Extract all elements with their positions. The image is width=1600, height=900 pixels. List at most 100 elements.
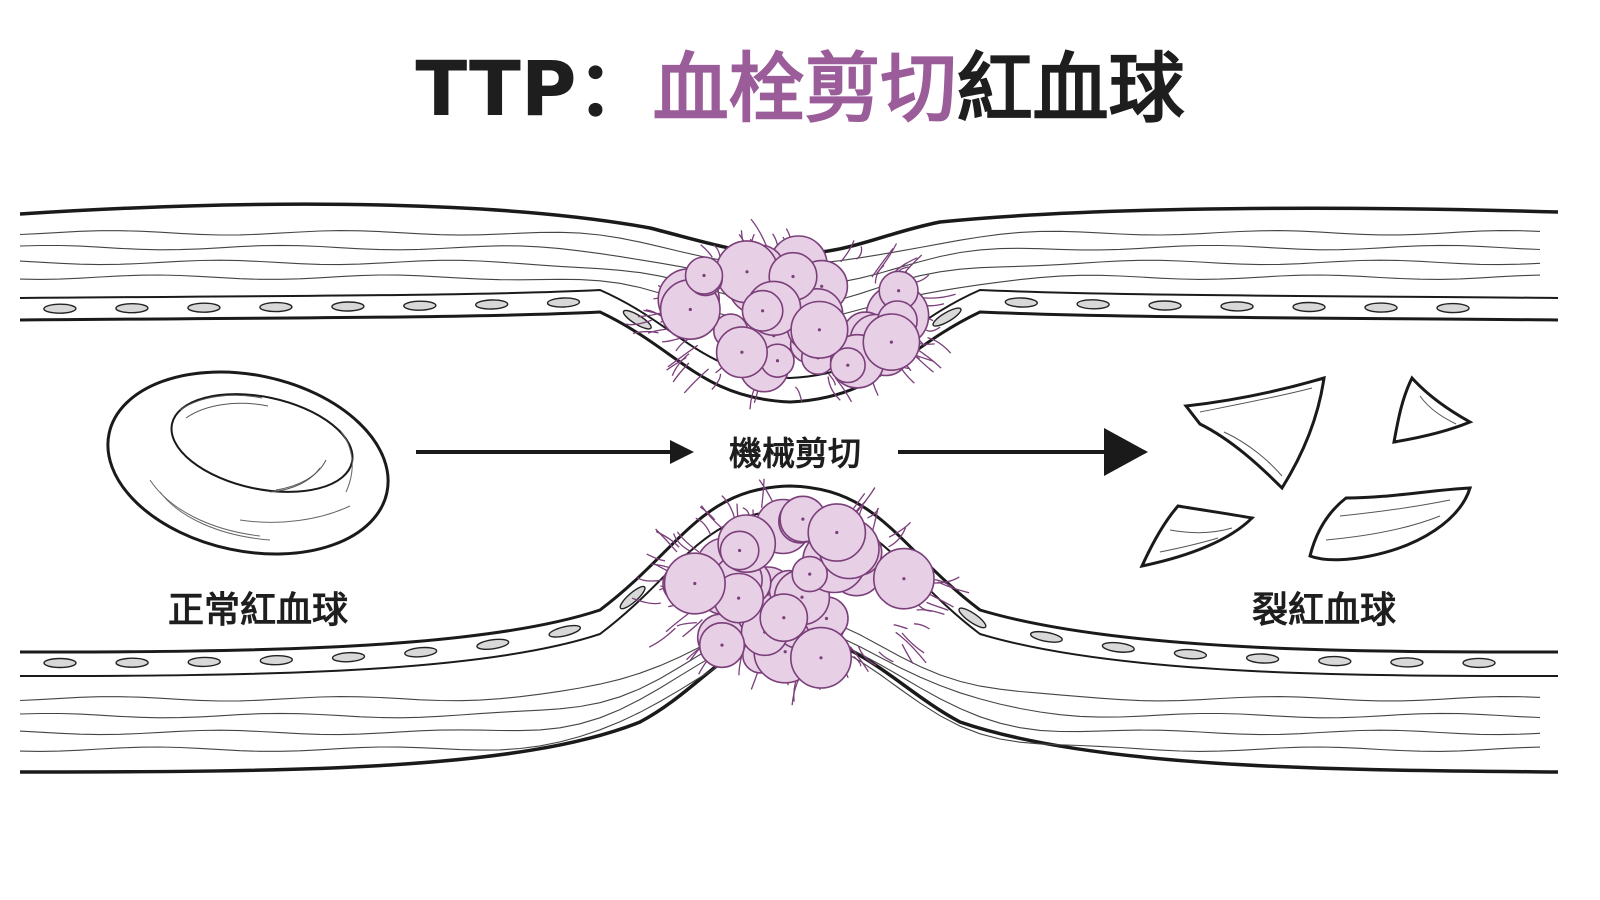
endothelial-nucleus bbox=[115, 657, 149, 668]
platelet-dot bbox=[791, 274, 795, 279]
platelet-tendril bbox=[926, 601, 949, 611]
upper-thrombus bbox=[625, 218, 956, 410]
platelet-dot bbox=[824, 616, 829, 621]
platelet-tendril bbox=[888, 527, 907, 548]
platelet-tendril bbox=[662, 337, 680, 343]
platelet-tendril bbox=[901, 632, 925, 654]
platelet-tendril bbox=[760, 478, 765, 508]
platelet-tendril bbox=[834, 377, 853, 403]
platelet-tendril bbox=[888, 521, 911, 538]
platelet-tendril bbox=[699, 506, 716, 521]
endothelial-nucleus bbox=[475, 299, 509, 310]
platelet-tendril bbox=[853, 655, 862, 667]
flow-arrow-right bbox=[898, 428, 1148, 476]
platelet-tendril bbox=[920, 293, 956, 299]
platelet-tendril bbox=[632, 330, 659, 335]
platelet-tendril bbox=[672, 533, 691, 552]
platelet-dot bbox=[738, 548, 742, 553]
platelet-tendril bbox=[895, 631, 927, 664]
platelet-dot bbox=[846, 363, 850, 367]
endothelial-nucleus bbox=[115, 302, 149, 314]
platelet-tendril bbox=[721, 495, 736, 520]
platelet-tendril bbox=[913, 354, 934, 373]
platelet-tendril bbox=[927, 336, 952, 354]
platelet-tendril bbox=[901, 643, 914, 664]
endothelial-nucleus bbox=[403, 300, 437, 311]
platelet-dot bbox=[720, 643, 724, 647]
schistocyte-label: 裂紅血球 bbox=[1252, 590, 1397, 631]
normal-rbc-label: 正常紅血球 bbox=[168, 590, 349, 631]
title-prefix: TTP： bbox=[415, 44, 652, 133]
endothelial-nucleus bbox=[331, 301, 365, 312]
platelet-tendril bbox=[682, 619, 703, 638]
platelet-tendril bbox=[878, 651, 894, 663]
platelet-tendril bbox=[655, 530, 680, 548]
mechanical-shear-label: 機械剪切 bbox=[729, 434, 861, 473]
endothelial-nucleus bbox=[1318, 655, 1352, 667]
platelet-tendril bbox=[676, 621, 697, 627]
platelet-tendril bbox=[827, 372, 836, 386]
platelet-tendril bbox=[827, 376, 841, 401]
endothelial-nucleus bbox=[43, 657, 77, 669]
endothelial-nucleus bbox=[259, 654, 293, 666]
endothelial-nucleus bbox=[958, 607, 987, 629]
platelet-dot bbox=[817, 328, 822, 332]
platelet-dot bbox=[808, 572, 812, 576]
endothelial-nucleus bbox=[1173, 648, 1208, 660]
endothelial-nucleus bbox=[1292, 301, 1326, 313]
platelet-tendril bbox=[648, 627, 676, 648]
endothelial-nucleus bbox=[1436, 302, 1470, 314]
platelet-dot bbox=[801, 517, 805, 521]
endothelial-nucleus bbox=[259, 301, 293, 313]
platelet-dot bbox=[889, 340, 894, 344]
platelet-tendril bbox=[631, 597, 661, 605]
platelet-tendril bbox=[849, 646, 869, 673]
platelet-dot bbox=[761, 309, 765, 313]
endothelial-nucleus bbox=[331, 651, 366, 663]
endothelial-nucleus bbox=[1029, 630, 1063, 643]
platelet-dot bbox=[737, 596, 741, 600]
platelet-dot bbox=[819, 656, 823, 660]
endothelial-nucleus bbox=[548, 624, 582, 638]
platelet-dot bbox=[800, 595, 804, 599]
endothelial-nucleus bbox=[1076, 299, 1110, 310]
endothelial-nucleus bbox=[1245, 653, 1280, 664]
platelet-dot bbox=[745, 270, 749, 274]
platelet-tendril bbox=[700, 505, 723, 529]
platelet-tendril bbox=[913, 623, 930, 630]
platelet-tendril bbox=[683, 368, 710, 394]
schistocyte-fragments bbox=[1139, 375, 1474, 569]
endothelial-nucleus bbox=[476, 638, 510, 650]
platelet-dot bbox=[688, 307, 692, 312]
platelet-tendril bbox=[625, 319, 653, 326]
endothelial-nucleus bbox=[1101, 641, 1135, 653]
platelet-tendril bbox=[667, 344, 699, 368]
platelet-tendril bbox=[646, 553, 666, 562]
endothelial-nucleus bbox=[546, 297, 581, 308]
platelet-tendril bbox=[925, 326, 941, 332]
page-title: TTP：血栓剪切紅血球 bbox=[415, 44, 1185, 133]
platelet-tendril bbox=[857, 645, 877, 666]
flow-arrow-left bbox=[416, 440, 694, 464]
platelet-tendril bbox=[794, 386, 803, 402]
platelet-dot bbox=[783, 650, 787, 654]
endothelial-nucleus bbox=[1004, 297, 1038, 308]
platelet-tendril bbox=[937, 581, 970, 594]
platelet-tendril bbox=[671, 353, 690, 376]
platelet-tendril bbox=[893, 624, 908, 630]
platelet-dot bbox=[897, 289, 901, 293]
endothelial-nucleus bbox=[1148, 300, 1182, 311]
platelet-dot bbox=[740, 350, 744, 354]
platelet-tendril bbox=[750, 218, 768, 247]
endothelial-nucleus bbox=[1364, 302, 1398, 313]
endothelial-nucleus bbox=[187, 302, 221, 313]
endothelial-nucleus bbox=[932, 307, 962, 327]
platelet-tendril bbox=[672, 362, 690, 383]
normal-rbc-illustration bbox=[106, 370, 390, 556]
endothelial-nucleus bbox=[404, 646, 438, 658]
platelet-dot bbox=[782, 616, 786, 620]
platelet-dot bbox=[820, 284, 824, 288]
platelet-dot bbox=[902, 577, 906, 581]
platelet-dot bbox=[702, 273, 706, 278]
platelet-tendril bbox=[871, 247, 894, 278]
